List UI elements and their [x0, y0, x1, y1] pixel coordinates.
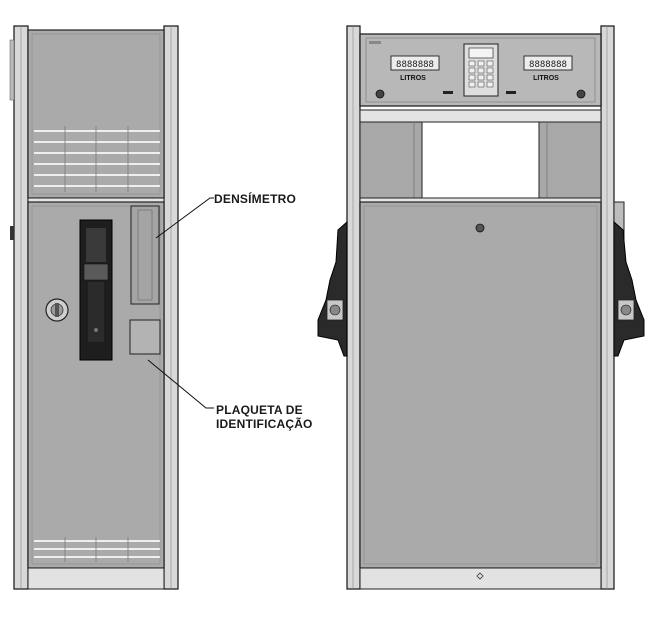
- side-view: [9, 25, 214, 590]
- densimetro-callout: DENSÍMETRO: [214, 192, 296, 206]
- front-right-nozzle: [613, 201, 645, 357]
- nozzle-holster: [79, 219, 113, 361]
- plaqueta-label-line2: IDENTIFICAÇÃO: [216, 417, 313, 431]
- display-left: 8888888 LITROS: [390, 55, 440, 82]
- front-right-column: [538, 121, 602, 199]
- display-left-digits: 8888888: [396, 60, 434, 70]
- side-lower-louvers: [34, 540, 160, 558]
- display-left-label: LITROS: [400, 75, 426, 82]
- display-right-digits: 8888888: [529, 60, 567, 70]
- densimeter-window: [130, 205, 160, 305]
- display-right: 8888888 LITROS: [523, 55, 573, 82]
- side-upper-louvers: [34, 130, 160, 187]
- front-view: 8888888 LITROS 8888888 LITROS: [317, 25, 645, 590]
- front-left-nozzle: [317, 220, 348, 357]
- display-right-label: LITROS: [533, 75, 559, 82]
- densimetro-leader: [155, 197, 214, 239]
- identification-plate: [129, 319, 161, 355]
- plaqueta-callout: PLAQUETA DE IDENTIFICAÇÃO: [216, 403, 313, 431]
- keypad: [463, 43, 499, 97]
- front-main-panel: [359, 201, 602, 569]
- front-panel-lock: [475, 223, 485, 233]
- front-left-post: [346, 25, 361, 590]
- front-right-post: [600, 25, 615, 590]
- side-lock-knob: [45, 298, 69, 322]
- densimetro-label: DENSÍMETRO: [214, 192, 297, 206]
- front-left-column: [359, 121, 423, 199]
- plaqueta-label-line1: PLAQUETA DE: [216, 403, 303, 417]
- plaqueta-leader: [147, 359, 214, 409]
